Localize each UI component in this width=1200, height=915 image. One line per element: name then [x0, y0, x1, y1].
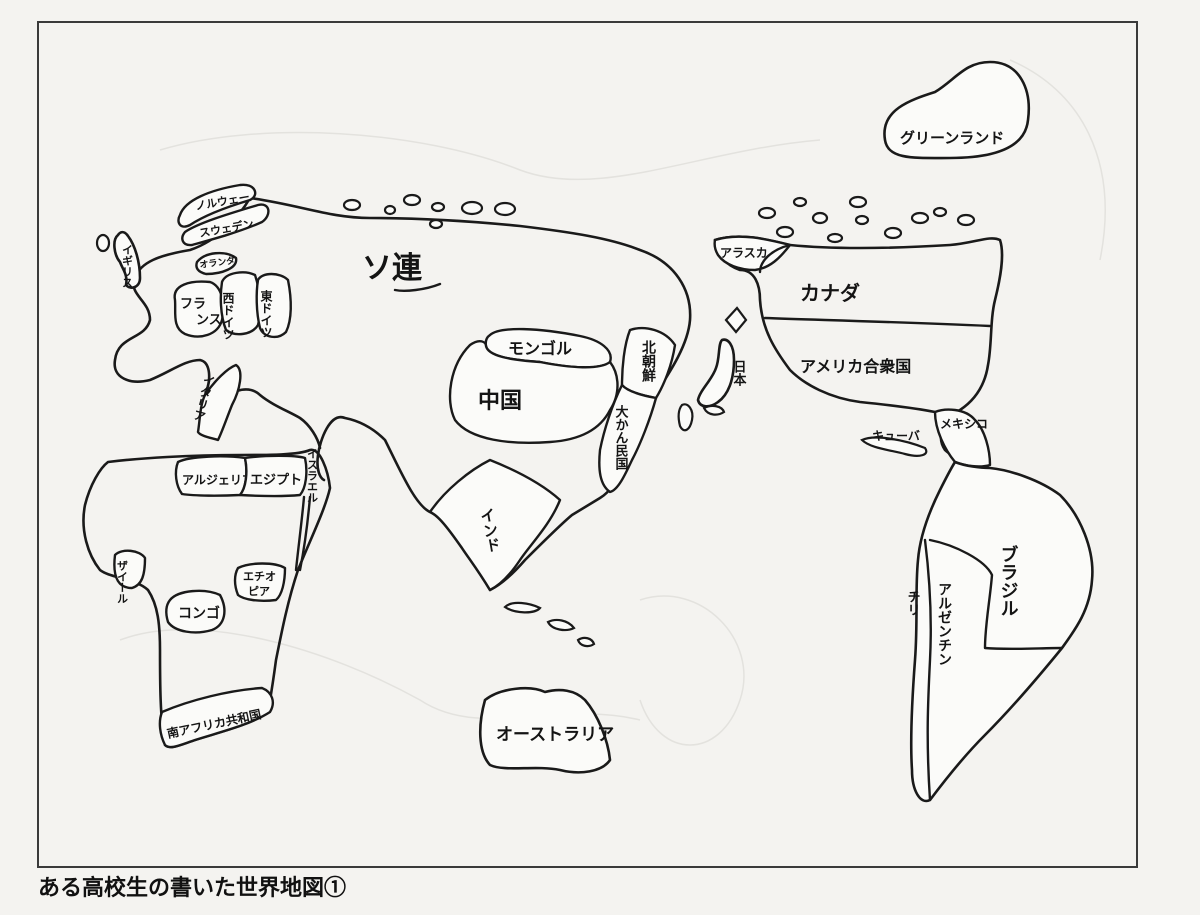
ethiopia-label-a: エチオ: [243, 570, 276, 583]
japan: 日本: [677, 306, 748, 432]
north-korea: 北朝鮮: [620, 326, 677, 400]
chile-argentina-border: [923, 538, 932, 802]
south-america: [909, 460, 1094, 803]
mexico-label: メキシコ: [940, 417, 988, 431]
italy: イタリア: [191, 363, 242, 442]
alaska-label: アラスカ: [720, 246, 768, 260]
west-germany-label: 西ドイツ: [221, 292, 235, 340]
congo: コンゴ: [165, 589, 226, 634]
map-caption: ある高校生の書いた世界地図①: [38, 875, 346, 901]
cuba-label: キューバ: [872, 429, 920, 443]
israel: イスラエル: [294, 448, 319, 572]
soviet-label: ソ連: [362, 251, 423, 286]
indonesia-islands: [503, 601, 596, 648]
zaire: ザイール: [113, 549, 147, 604]
south-america-outline: [909, 460, 1094, 803]
france-label-a: フラ: [180, 297, 206, 312]
netherlands: オランダ: [195, 251, 238, 276]
soviet-underline: [393, 282, 442, 292]
australia-label: オーストラリア: [496, 725, 614, 745]
red-sea-line-b: [298, 495, 312, 572]
japan-label: 日本: [731, 360, 747, 387]
north-korea-label: 北朝鮮: [640, 340, 656, 383]
egypt-label: エジプト: [250, 473, 302, 488]
canada-usa-border: [763, 316, 992, 328]
algeria-label: アルジェリア: [182, 473, 254, 487]
argentina-label: アルゼンチン: [936, 582, 952, 666]
kyushu: [677, 403, 694, 432]
alaska: アラスカ: [713, 235, 792, 272]
map-frame: [37, 21, 1138, 868]
mexico: メキシコ: [933, 408, 992, 468]
south-korea: 大かん民国: [598, 383, 658, 494]
europe-west-coast: [113, 196, 252, 397]
china: 中国: [448, 339, 619, 445]
south-africa: 南アフリカ共和国: [158, 686, 274, 749]
red-sea-line-a: [294, 495, 306, 572]
west-germany: 西ドイツ: [219, 271, 262, 340]
ethiopia-label-b: ピア: [248, 585, 270, 598]
eurasia-outline: [248, 196, 692, 592]
south-korea-label: 大かん民国: [613, 404, 629, 471]
canada-label: カナダ: [800, 281, 860, 305]
hokkaido: [724, 306, 748, 334]
israel-label: イスラエル: [306, 448, 319, 503]
united-kingdom: イギリス: [95, 230, 142, 289]
france: フラ ンス: [173, 280, 225, 338]
zaire-label: ザイール: [116, 560, 129, 604]
alaska-canada-border: [758, 243, 792, 274]
greenland: グリーンランド: [883, 60, 1031, 160]
greenland-label: グリーンランド: [900, 129, 1004, 147]
usa-label: アメリカ合衆国: [800, 357, 911, 376]
arctic-islands-east: [757, 195, 976, 244]
east-germany-label: 東ドイツ: [259, 289, 273, 338]
india: インド: [428, 458, 562, 592]
shikoku: [702, 404, 726, 416]
arctic-islands-west: [342, 193, 517, 230]
brazil-border: [928, 538, 1064, 651]
mediterranean-north-coast: [226, 388, 322, 450]
ireland-islet: [95, 233, 111, 253]
ethiopia: エチオ ピア: [233, 562, 287, 602]
mongolia-label: モンゴル: [508, 339, 572, 358]
chile-label: チリ: [905, 590, 920, 616]
eurasia: [113, 196, 692, 592]
honshu: [696, 338, 736, 408]
cuba: キューバ: [860, 429, 928, 457]
egypt: エジプト: [238, 454, 308, 498]
brazil-label: ブラジル: [998, 544, 1019, 617]
north-america-west-coast: [713, 238, 937, 414]
uk-label: イギリス: [121, 244, 134, 288]
congo-label: コンゴ: [178, 605, 220, 622]
china-label: 中国: [478, 389, 522, 414]
australia: オーストラリア: [478, 686, 614, 774]
east-germany: 東ドイツ: [255, 272, 292, 339]
france-label-b: ンス: [196, 313, 222, 328]
